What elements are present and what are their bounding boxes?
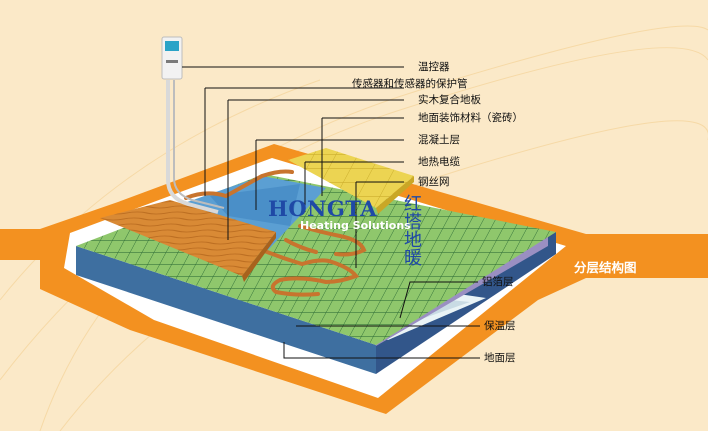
- label-concrete: 混凝土层: [418, 134, 460, 146]
- label-sensor: 传感器和传感器的保护管: [352, 78, 468, 90]
- label-cable: 地热电缆: [418, 156, 460, 168]
- label-insulation: 保温层: [484, 320, 516, 332]
- label-mesh: 钢丝网: [418, 176, 450, 188]
- watermark-chinese: 红塔 地暖: [404, 196, 434, 268]
- thermostat-device: [162, 37, 182, 79]
- diagram-title: 分层结构图: [574, 257, 637, 276]
- watermark-subtitle: Heating Solutions: [300, 219, 411, 232]
- label-tile: 地面装饰材料（瓷砖）: [418, 112, 523, 124]
- label-foil: 铝箔层: [482, 276, 514, 288]
- label-base: 地面层: [484, 352, 516, 364]
- label-thermostat: 温控器: [418, 61, 450, 73]
- watermark-brand: HONGTA: [268, 196, 377, 221]
- label-wood-floor: 实木复合地板: [418, 94, 481, 106]
